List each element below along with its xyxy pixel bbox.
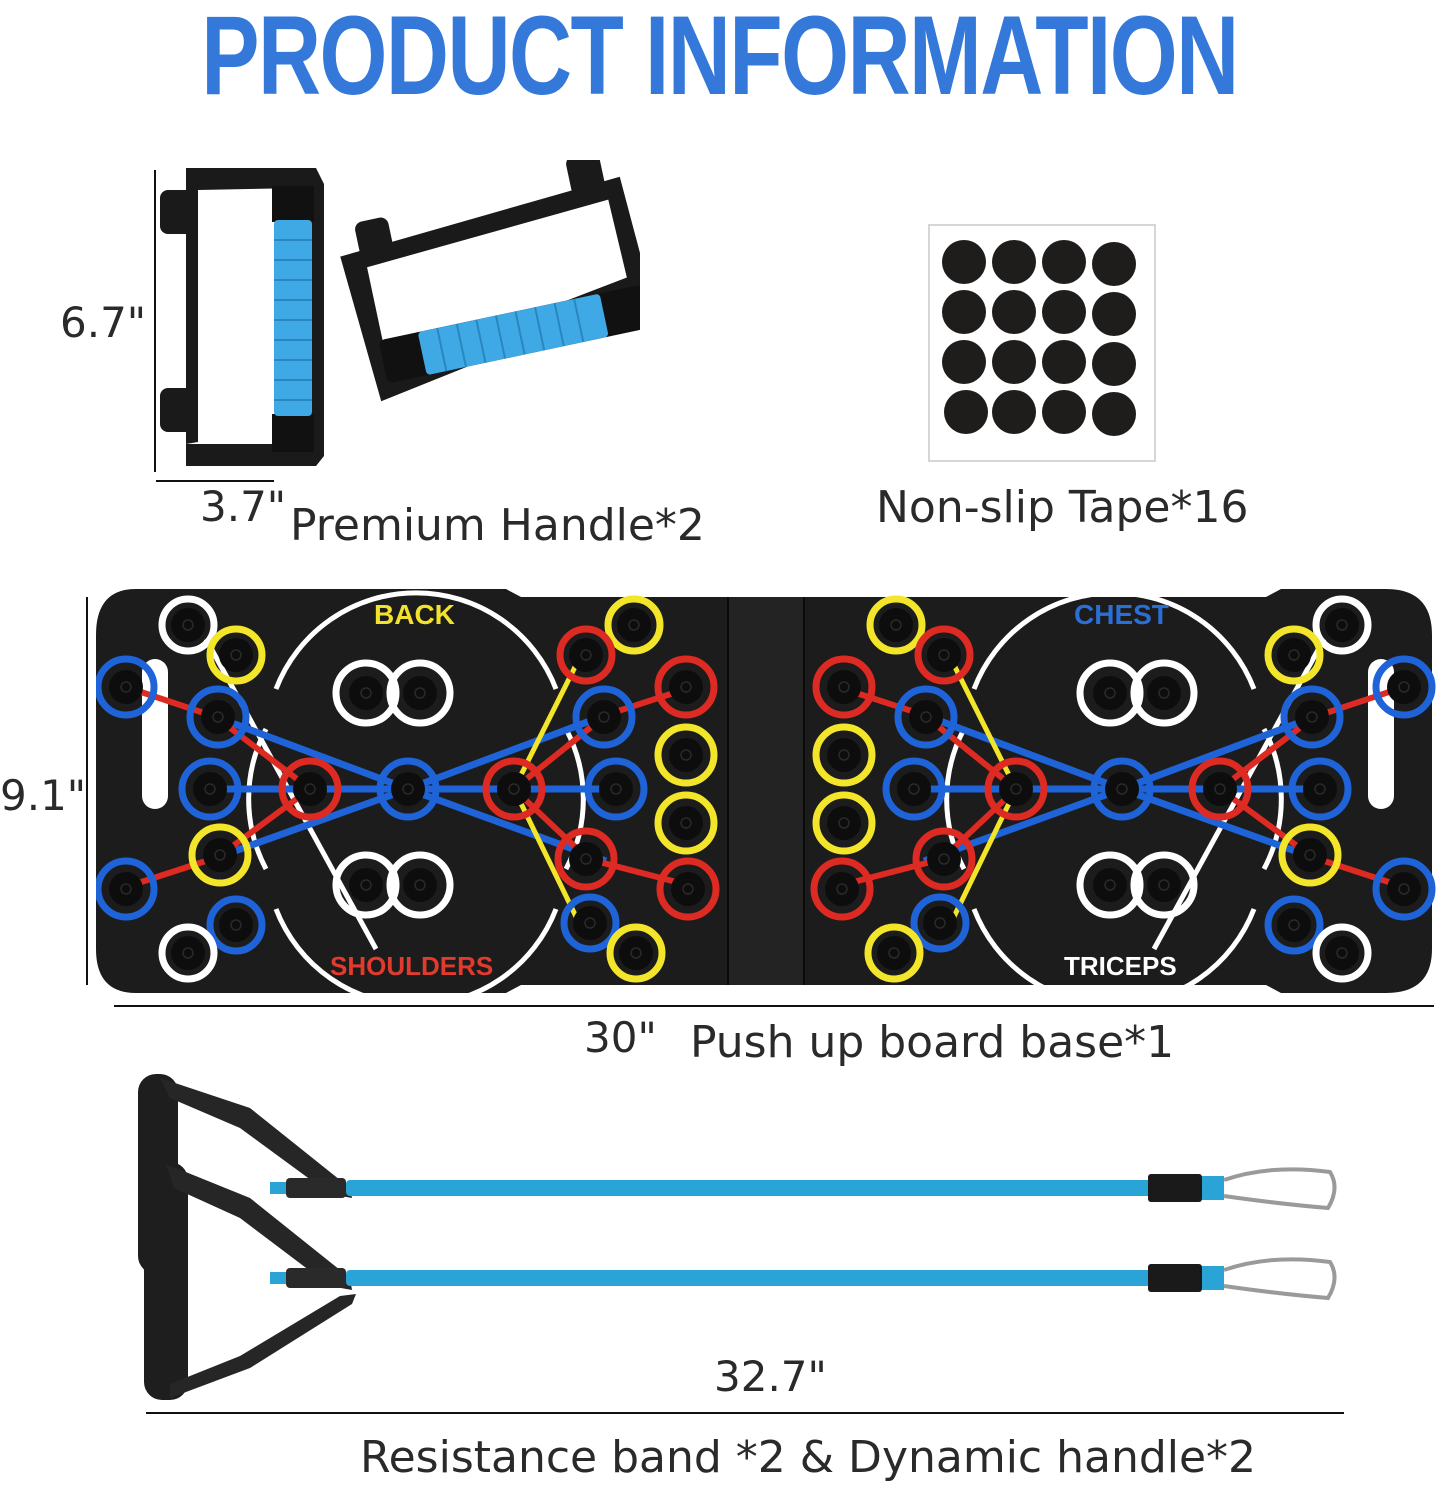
handle-height-dimension: 6.7": [60, 298, 147, 347]
handle-width-dimension: 3.7": [200, 482, 287, 531]
resistance-band-1: [270, 1167, 1337, 1211]
band-length-dimension: 32.7": [714, 1352, 827, 1401]
board-height-line: [86, 597, 88, 985]
handle-label: Premium Handle*2: [290, 500, 705, 551]
board-panel-back: [96, 590, 720, 999]
handle-width-line: [156, 480, 274, 482]
page-title: PRODUCT INFORMATION: [201, 0, 1239, 118]
dynamic-handle-front: [144, 1162, 356, 1400]
board-length-dimension: 30": [584, 1013, 657, 1062]
push-up-board-section: 9.1" 30" Push up board base*1: [0, 585, 1439, 1075]
handle-tilted: [340, 160, 640, 402]
premium-handle-section: 6.7" 3.7" Premium Handle*2: [40, 160, 740, 560]
tape-label: Non-slip Tape*16: [876, 482, 1249, 533]
board-panel-chest: [810, 590, 1436, 999]
handle-vertical: [160, 168, 324, 466]
label-shoulders: SHOULDERS: [330, 951, 494, 981]
band-label: Resistance band *2 & Dynamic handle*2: [360, 1432, 1257, 1483]
resistance-band-section: 32.7" Resistance band *2 & Dynamic handl…: [0, 1060, 1439, 1489]
board-length-line: [114, 1005, 1434, 1007]
resistance-band-image: [138, 1074, 1337, 1400]
board-height-dimension: 9.1": [0, 771, 87, 820]
push-up-board-image: [96, 589, 1436, 999]
label-triceps: TRICEPS: [1064, 951, 1177, 981]
non-slip-tape-section: Non-slip Tape*16: [860, 220, 1280, 550]
label-back: BACK: [374, 599, 455, 630]
board-label: Push up board base*1: [690, 1017, 1175, 1068]
handle-height-line: [154, 170, 156, 472]
band-length-line: [146, 1412, 1344, 1414]
resistance-band-2: [270, 1257, 1337, 1301]
label-chest: CHEST: [1074, 599, 1169, 630]
push-up-handle-image: [160, 160, 640, 466]
non-slip-tape-sheet: [928, 224, 1156, 462]
